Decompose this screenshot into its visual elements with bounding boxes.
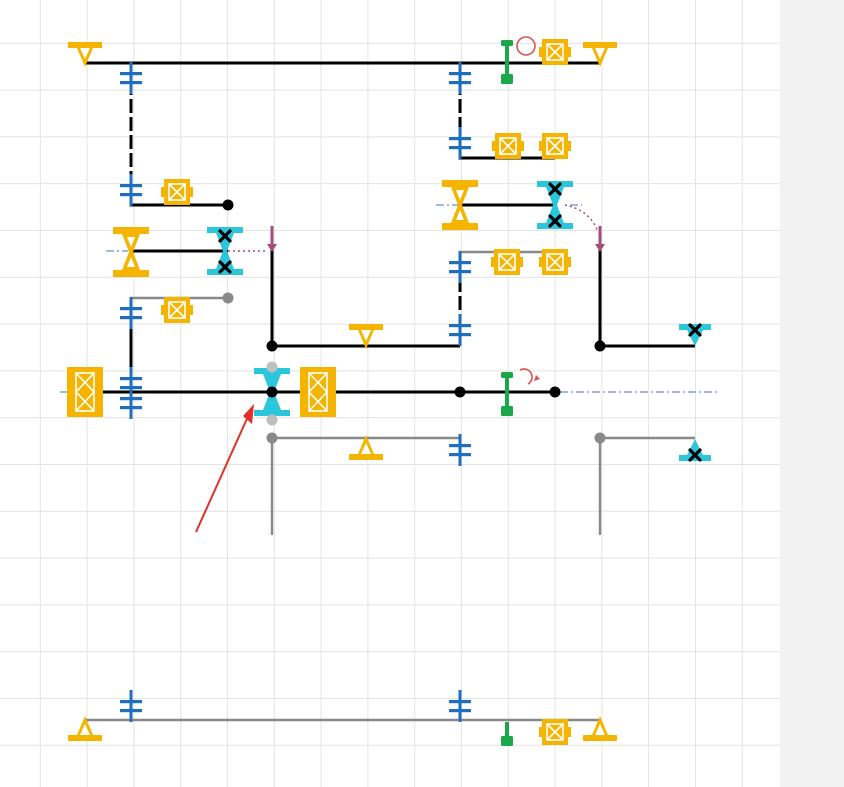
loop-icon <box>516 36 536 56</box>
down-arrow-icon[interactable] <box>595 226 605 252</box>
spring-box-icon[interactable] <box>538 38 572 66</box>
node-point-deenergized[interactable] <box>266 432 278 444</box>
spring-box-icon[interactable] <box>160 296 194 324</box>
spring-box-icon[interactable] <box>538 248 572 276</box>
node-point[interactable] <box>549 386 561 398</box>
node-point-deenergized[interactable] <box>594 432 606 444</box>
spring-box-icon[interactable] <box>538 718 572 746</box>
bus-support-icon[interactable] <box>120 297 142 329</box>
bus-support-icon[interactable] <box>120 690 142 722</box>
bus-support-icon[interactable] <box>120 62 142 94</box>
bus-support-icon[interactable] <box>449 251 471 283</box>
spring-box-icon[interactable] <box>490 248 524 276</box>
node-point[interactable] <box>266 340 278 352</box>
red-pointer-arrowhead <box>243 404 254 424</box>
node-point[interactable] <box>594 340 606 352</box>
node-point-deenergized[interactable] <box>222 292 234 304</box>
down-arrow-icon[interactable] <box>267 226 277 252</box>
spring-box-icon[interactable] <box>160 178 194 206</box>
right-panel-strip <box>780 0 844 787</box>
spring-box-icon[interactable] <box>538 132 572 160</box>
node-point[interactable] <box>266 386 278 398</box>
loop-icon <box>519 368 533 385</box>
sensor-icon-bottom[interactable] <box>501 722 513 746</box>
clamp-node-grey <box>266 414 278 426</box>
bus-support-icon[interactable] <box>449 690 471 722</box>
bus-support-icon[interactable] <box>449 127 471 159</box>
bus-support-icon[interactable] <box>449 62 471 94</box>
clamp-half-icon[interactable] <box>679 439 711 461</box>
bus-line[interactable] <box>598 240 695 348</box>
bus-support-icon[interactable] <box>449 314 471 346</box>
spring-tall-box-icon[interactable] <box>66 366 104 418</box>
spring-tall-box-icon[interactable] <box>299 366 337 418</box>
clamp-node-grey <box>266 361 278 373</box>
node-point[interactable] <box>454 386 466 398</box>
sensor-icon[interactable] <box>501 372 513 416</box>
red-pointer-arrow-icon <box>195 411 251 533</box>
node-point[interactable] <box>222 199 234 211</box>
load-link-dotted <box>564 204 599 233</box>
clamp-half-icon[interactable] <box>679 324 711 346</box>
spring-box-icon[interactable] <box>491 132 525 160</box>
bus-support-icon[interactable] <box>120 174 142 206</box>
loop-arrowhead <box>534 375 540 381</box>
diagram-root[interactable] <box>60 36 720 746</box>
